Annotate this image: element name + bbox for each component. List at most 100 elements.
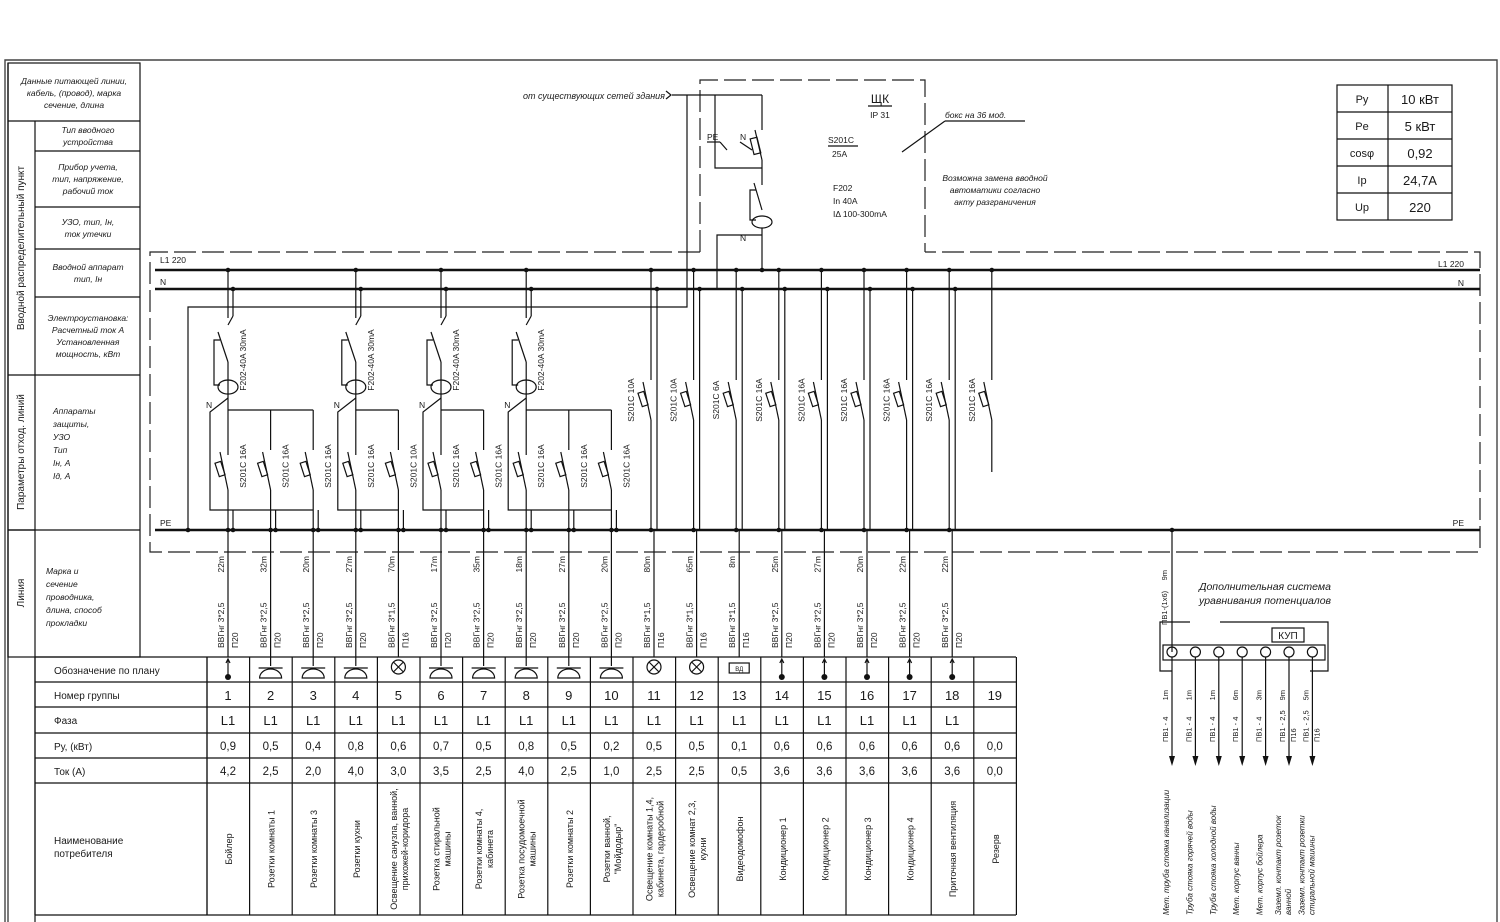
outgoing-row-label: Аппараты: [52, 406, 96, 416]
consumer-name: Розетки комнаты 3: [309, 810, 319, 888]
group-number: 11: [647, 688, 661, 703]
laying-method: П20: [273, 632, 283, 648]
wire: [355, 315, 362, 326]
breaker-thermal-icon: [512, 460, 524, 478]
branch-length: 6m: [1231, 690, 1240, 700]
consumer-name: Освещение комнаты 1,4,: [645, 797, 655, 901]
breaker-thermal-icon: [342, 460, 354, 478]
laying-method: П20: [954, 632, 964, 648]
cable-mark: ВВГнг 3*1,5: [386, 602, 396, 648]
branch-method: П16: [1312, 728, 1321, 742]
group-current: 3,6: [902, 766, 918, 778]
box-note: бокс на 36 мод.: [945, 110, 1006, 120]
summary-key: Uр: [1355, 202, 1369, 214]
group-number: 19: [988, 688, 1002, 703]
bonding-target: стиральной машины: [1307, 835, 1316, 915]
breaker-label: S201C 16A: [366, 444, 376, 488]
laying-method: П16: [400, 632, 410, 648]
branch-length: 3m: [1255, 690, 1264, 700]
wire: [525, 315, 532, 326]
input-row-label: тип, Iн: [74, 274, 103, 284]
group-number: 17: [902, 688, 916, 703]
group-power: 0,6: [859, 741, 875, 753]
input-row-label: тип, напряжение,: [52, 174, 123, 184]
rcd-n-label: N: [206, 400, 212, 410]
laying-method: П20: [358, 632, 368, 648]
group-number: 9: [565, 688, 572, 703]
breaker-thermal-icon: [384, 460, 397, 478]
branch-length: 1m: [1208, 690, 1217, 700]
table-row-label: Pу, (кВт): [54, 742, 92, 753]
branch-length: 5m: [1301, 690, 1310, 700]
breaker-label: S201C 16A: [281, 444, 291, 488]
junction-dot: [486, 527, 491, 533]
group-phase: L1: [817, 713, 831, 728]
group-power: 0,2: [603, 741, 619, 753]
branch-cable: ПВ1 - 2,5: [1278, 710, 1287, 742]
junction-dot: [230, 527, 236, 533]
rcd-in: In 40A: [833, 196, 858, 206]
group-number: 2: [267, 688, 274, 703]
junction-dot: [776, 527, 782, 533]
group-number: 13: [732, 688, 746, 703]
rcd-n-split: [209, 397, 314, 511]
cable-mark: ВВГнг 3*2,5: [557, 602, 567, 648]
consumer-name: Освещение комнат 2,3,: [687, 800, 697, 898]
group-current: 2,5: [476, 766, 492, 778]
bus-n-label: N: [160, 277, 166, 287]
consumer-name: Освещение санузла, ванной,: [389, 788, 399, 909]
group-phase: L1: [775, 713, 789, 728]
boiler-dot-icon: [949, 674, 956, 680]
line-row-label: длина, способ: [46, 605, 103, 615]
group-power: 0,6: [774, 741, 790, 753]
group-number: 15: [817, 688, 831, 703]
cable-length: 18m: [514, 556, 524, 573]
breaker-thermal-icon: [637, 390, 649, 408]
box-note-leader: [901, 120, 946, 153]
terminal-icon: [1283, 646, 1295, 658]
cable-mark: ВВГнг 3*1,5: [685, 602, 695, 648]
rcd-n-label: N: [419, 400, 425, 410]
supply-line-header: кабель, (провод), марка: [27, 88, 121, 98]
laying-method: П16: [656, 632, 666, 648]
group-current: 3,6: [944, 766, 960, 778]
input-row-label: мощность, кВт: [56, 349, 120, 359]
group-phase: L1: [945, 713, 959, 728]
consumer-name: Розетки комнаты 4,: [474, 809, 484, 889]
socket-filled-icon: [599, 668, 624, 679]
bonding-target: Мет. корпус ванны: [1232, 842, 1241, 915]
group-current: 1,0: [603, 766, 619, 778]
rcd-test-button-icon: [213, 339, 220, 386]
bus-pe-label-right: PE: [1453, 518, 1465, 528]
socket-icon: [557, 668, 581, 679]
cable-mark: ВВГнг 3*2,5: [940, 602, 950, 648]
consumer-name: Кондиционер 3: [863, 817, 873, 880]
n-conductor-out: [716, 234, 762, 289]
group-current: 2,5: [561, 766, 577, 778]
branch-cable: ПВ1 - 4: [1184, 717, 1193, 742]
breaker-label: S201C 16A: [238, 444, 248, 488]
supply-line-header: Данные питающей линии,: [20, 76, 127, 86]
branch-method: П16: [1289, 728, 1298, 742]
input-row-label: ток утечки: [65, 229, 112, 239]
junction-dot: [185, 527, 191, 533]
breaker-thermal-icon: [892, 390, 905, 408]
arrow-icon: [1169, 756, 1175, 766]
kup-label-box: [1271, 627, 1305, 643]
rcd-label: F202-40A 30mA: [536, 329, 546, 391]
boiler-arrow-icon: [225, 657, 231, 664]
group-phase: L1: [476, 713, 490, 728]
junction-dot: [571, 527, 577, 533]
group-current: 0,0: [987, 766, 1003, 778]
bonding-feed-cable: ПВ1-(1х6): [1160, 590, 1169, 625]
arrow-icon: [1239, 756, 1246, 766]
breaker-label: S201C 16A: [494, 444, 504, 488]
group-power: 0,5: [263, 741, 279, 753]
lamp-icon: [646, 659, 662, 675]
group-power: 0,6: [390, 741, 406, 753]
breaker-thermal-icon: [935, 390, 947, 408]
group-phase: L1: [391, 713, 405, 728]
breaker-label: S201C 16A: [323, 444, 333, 488]
junction-dot: [691, 527, 696, 533]
breaker-label: S201C 16A: [882, 378, 892, 422]
